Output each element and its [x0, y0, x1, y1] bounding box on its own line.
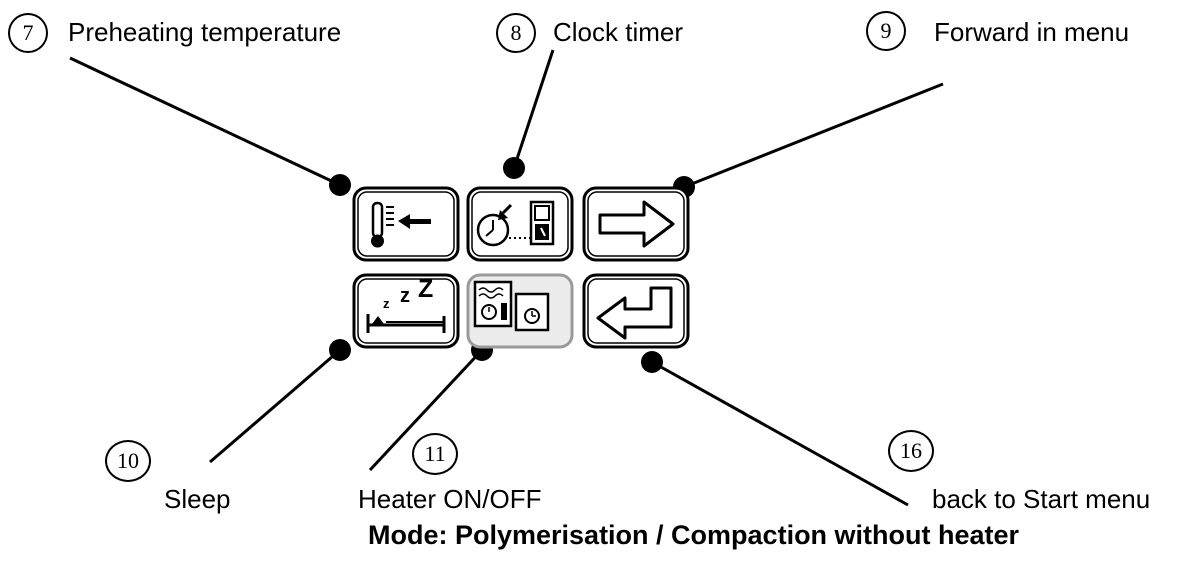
- leader-line-9: [683, 82, 944, 189]
- sleep-bed-icon: z z Z: [366, 275, 446, 333]
- heater-toggle-icon: [473, 280, 550, 332]
- svg-text:Z: Z: [418, 275, 433, 303]
- callout-number-9: 9: [866, 11, 906, 51]
- svg-text:z: z: [400, 285, 410, 307]
- leader-line-16: [651, 360, 909, 507]
- anchor-dot-10: [329, 339, 351, 361]
- callout-number-8: 8: [496, 13, 536, 53]
- leader-line-11: [368, 348, 484, 472]
- sleep-button[interactable]: z z Z: [352, 273, 460, 349]
- return-arrow-icon: [596, 286, 673, 340]
- callout-label-heater: Heater ON/OFF: [358, 484, 542, 514]
- leader-line-10: [209, 348, 341, 464]
- clock-timer-button[interactable]: [466, 186, 574, 262]
- svg-text:z: z: [383, 296, 390, 311]
- preheat-button[interactable]: [352, 186, 460, 262]
- forward-button[interactable]: [582, 186, 690, 262]
- callout-number-11: 11: [412, 433, 458, 475]
- callout-label-preheating: Preheating temperature: [68, 17, 342, 47]
- callout-label-sleep: Sleep: [164, 484, 231, 514]
- callout-number-10: 10: [105, 440, 151, 482]
- anchor-dot-16: [641, 351, 663, 373]
- callout-label-clock-timer: Clock timer: [553, 17, 684, 47]
- anchor-dot-8: [503, 157, 525, 179]
- mode-caption: Mode: Polymerisation / Compaction withou…: [368, 520, 1020, 550]
- thermometer-arrow-icon: [371, 201, 431, 248]
- heater-button[interactable]: [466, 273, 574, 349]
- anchor-dot-7: [329, 174, 351, 196]
- leader-line-8: [512, 49, 555, 169]
- back-button[interactable]: [582, 273, 690, 349]
- callout-number-7: 7: [8, 13, 48, 53]
- callout-label-back: back to Start menu: [932, 484, 1151, 514]
- leader-line-7: [69, 56, 341, 187]
- callout-label-forward: Forward in menu: [934, 17, 1130, 47]
- leader-lines: [69, 49, 944, 507]
- callout-number-16: 16: [888, 430, 934, 472]
- arrow-right-icon: [598, 200, 675, 248]
- clock-timer-icon: [476, 200, 555, 247]
